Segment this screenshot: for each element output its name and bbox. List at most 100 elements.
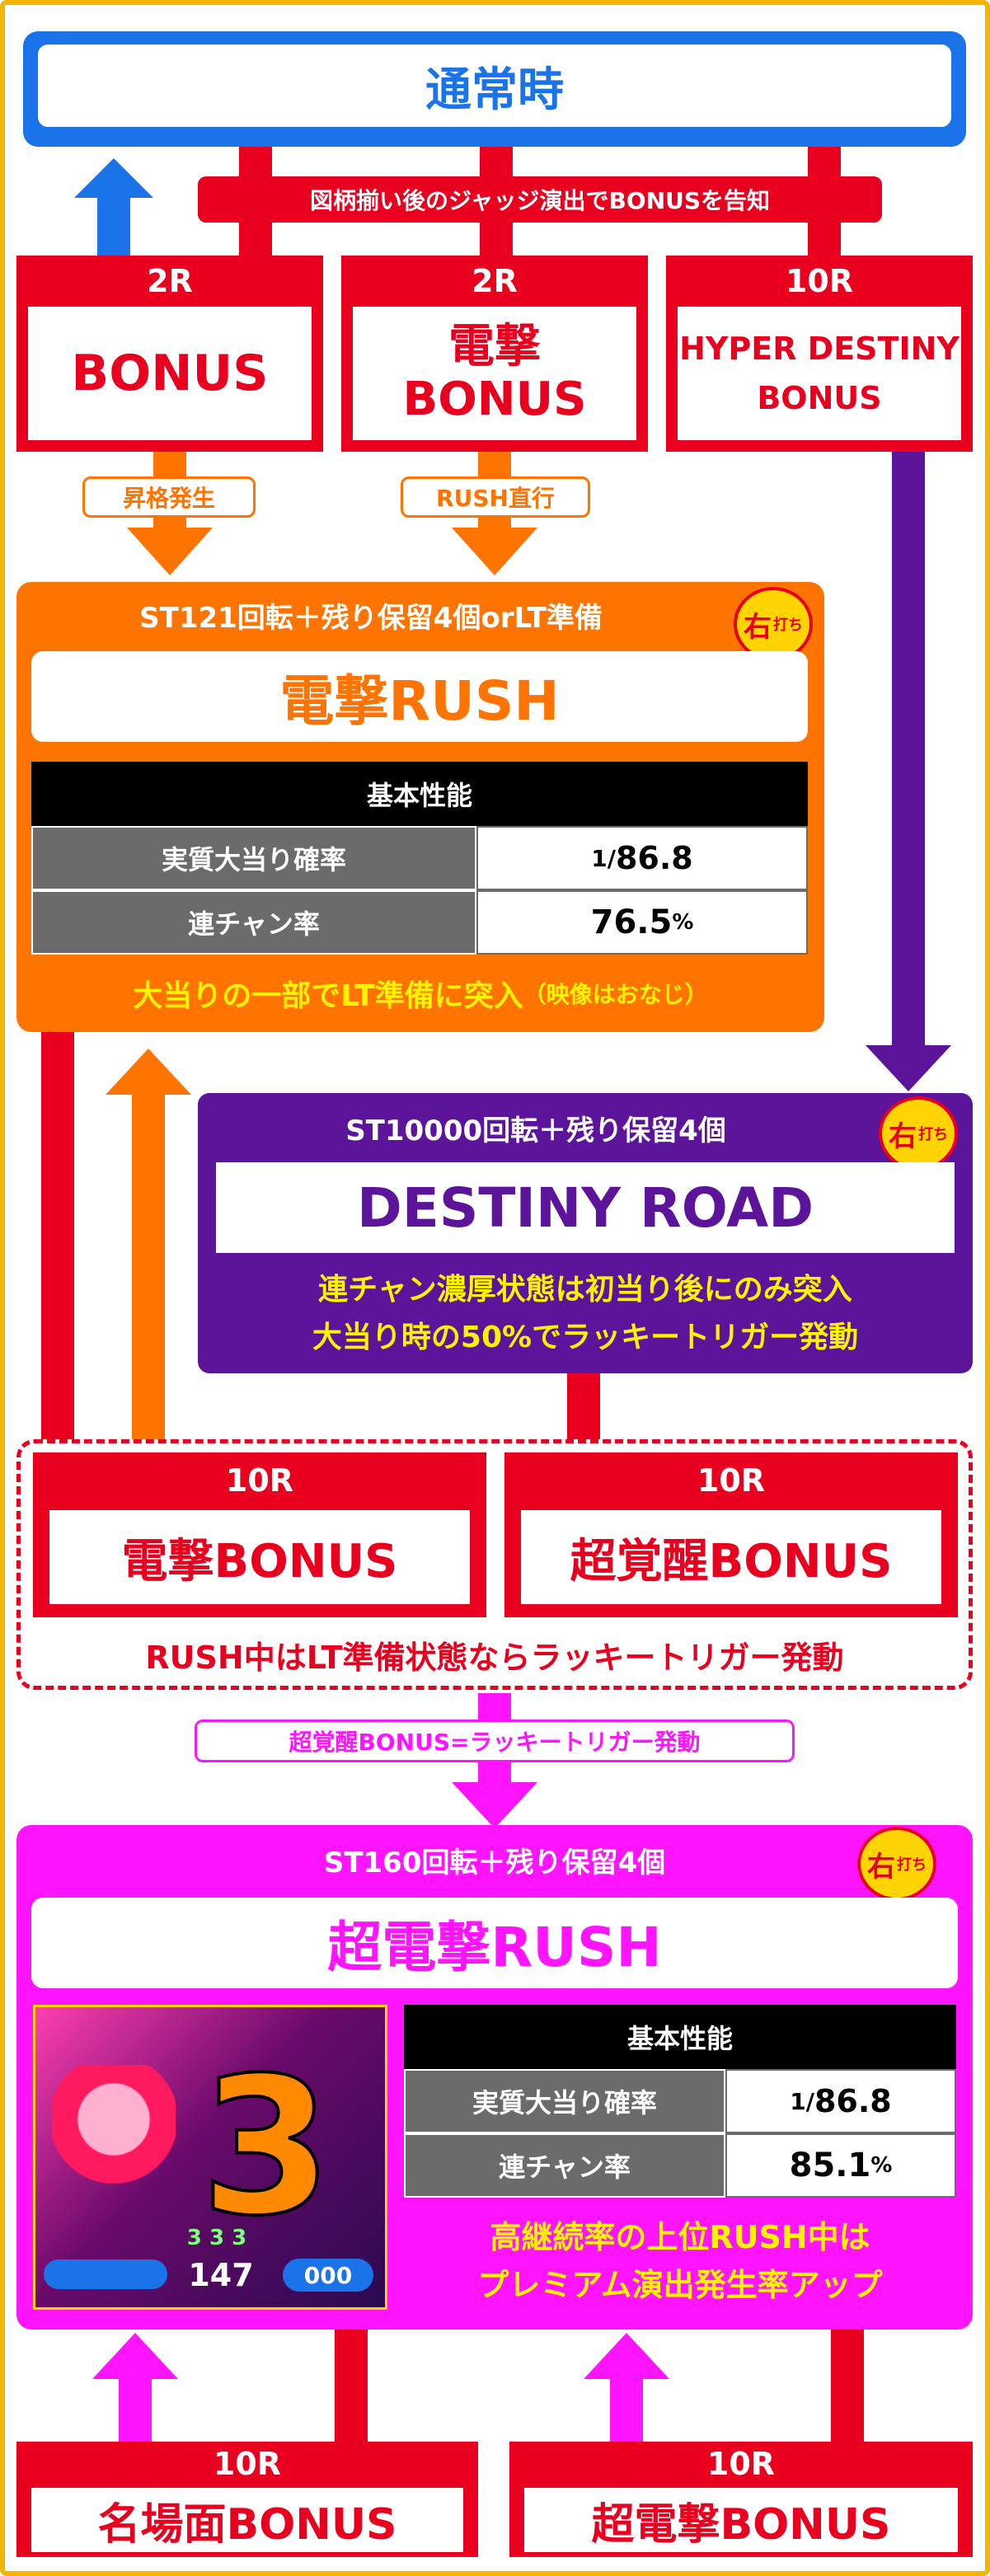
dengeki-rush-note: 大当りの一部でLT準備に突入（映像はおなじ） — [16, 963, 824, 1024]
bonus-round-1-text: 2R — [147, 263, 193, 299]
screen-counter2-text: 000 — [303, 2261, 353, 2289]
super-rush-header-text: ST160回転＋残り保留4個 — [323, 1846, 666, 1879]
bonus-round-3: 10R — [666, 259, 973, 303]
super-row2-unit: % — [870, 2153, 893, 2178]
rush-bonus-name-1: 電撃BONUS — [49, 1510, 470, 1604]
migi-uchi-icon-1-sub: 打ち — [773, 617, 803, 634]
normal-state-title: 通常時 — [425, 63, 564, 117]
rush-bonus-round-2: 10R — [504, 1456, 958, 1505]
lucky-arrow-head — [452, 1782, 537, 1828]
screen-bar — [44, 2259, 167, 2289]
bonus-round-3-text: 10R — [785, 263, 854, 299]
bonus-name-3-line2: BONUS — [757, 380, 882, 416]
dengeki-rush-title: 電撃RUSH — [279, 669, 560, 733]
dengeki-rush-note-small: （映像はおなじ） — [523, 981, 708, 1008]
bonus-to-rush-arrow-shaft — [132, 1093, 165, 1452]
super-rush-note1: 高継続率の上位RUSH中は — [490, 2219, 870, 2255]
direct-label: RUSH直行 — [401, 476, 590, 518]
super-rush-title-box: 超電撃RUSH — [31, 1898, 958, 1988]
super-row1-value: 1/86.8 — [725, 2069, 956, 2133]
screen-digits-text: 3 3 3 — [186, 2226, 247, 2250]
dengeki-rush-header-text: ST121回転＋残り保留4個orLT準備 — [139, 601, 603, 635]
super-perf-header: 基本性能 — [404, 2005, 956, 2069]
destiny-road-header: ST10000回転＋残り保留4個 — [198, 1101, 874, 1154]
direct-arrow-head — [452, 528, 537, 575]
screen-counter2: 000 — [283, 2259, 373, 2292]
return-to-normal-arrow — [74, 158, 153, 198]
dengeki-row1-label: 実質大当り確率 — [31, 826, 476, 890]
bonus-round-2: 2R — [341, 259, 648, 303]
migi-uchi-icon-2-main: 右 — [889, 1119, 917, 1153]
screen-digits: 3 3 3 — [159, 2222, 274, 2255]
bottom-bonus-round-2-text: 10R — [706, 2446, 776, 2482]
dengeki-row2-label: 連チャン率 — [31, 890, 476, 955]
super-rush-note2: プレミアム演出発生率アップ — [477, 2267, 883, 2303]
super-rush-notes: 高継続率の上位RUSH中は プレミアム演出発生率アップ — [404, 2208, 956, 2315]
dengeki-row2-unit: % — [672, 910, 694, 935]
destiny-connector — [892, 452, 925, 1049]
migi-uchi-icon-2-sub: 打ち — [918, 1126, 948, 1143]
dengeki-perf-header-text: 基本性能 — [366, 780, 472, 811]
destiny-road-header-text: ST10000回転＋残り保留4個 — [345, 1114, 726, 1147]
destiny-road-title-box: DESTINY ROAD — [216, 1162, 955, 1253]
migi-uchi-icon-2: 右打ち — [879, 1096, 958, 1171]
dengeki-row1-value: 1/86.8 — [476, 826, 808, 890]
super-row2-label-text: 連チャン率 — [499, 2151, 631, 2183]
dengeki-rush-header: ST121回転＋残り保留4個orLT準備 — [16, 589, 725, 641]
promote-arrow-head — [127, 528, 213, 575]
dengeki-rush-title-box: 電撃RUSH — [31, 651, 808, 742]
super-rush-header: ST160回転＋残り保留4個 — [16, 1833, 973, 1886]
bottom-bonus-round-2: 10R — [509, 2443, 973, 2485]
rush-bonus-round-1: 10R — [33, 1456, 486, 1505]
direct-label-text: RUSH直行 — [436, 485, 555, 512]
bottom-up-arrow-1-shaft — [119, 2377, 152, 2443]
super-row1-label-text: 実質大当り確率 — [472, 2087, 657, 2119]
bottom-bonus-round-1: 10R — [16, 2443, 478, 2485]
screen-counter: 147 — [176, 2255, 266, 2296]
dengeki-row2-value-text: 76.5 — [590, 903, 673, 941]
super-rush-title: 超電撃RUSH — [327, 1916, 662, 1979]
rush-to-bonus-line — [41, 1032, 74, 1452]
migi-uchi-icon-1-main: 右 — [744, 610, 772, 644]
promote-label: 昇格発生 — [82, 476, 256, 518]
destiny-road-title: DESTINY ROAD — [356, 1175, 814, 1240]
normal-state-inner: 通常時 — [38, 45, 951, 127]
dengeki-row1-label-text: 実質大当り確率 — [161, 844, 346, 875]
dengeki-row2-value: 76.5% — [476, 890, 808, 955]
bottom-bonus-name-2-text: 超電撃BONUS — [591, 2499, 891, 2550]
bottom-up-arrow-2-head — [584, 2333, 669, 2379]
bottom-up-arrow-2-shaft — [610, 2377, 643, 2443]
dengeki-perf-header: 基本性能 — [31, 762, 808, 826]
judge-note-text: 図柄揃い後のジャッジ演出でBONUSを告知 — [309, 187, 771, 214]
rush-bonus-name-2: 超覚醒BONUS — [521, 1510, 941, 1604]
destiny-road-notes: 連チャン濃厚状態は初当り後にのみ突入 大当り時の50%でラッキートリガー発動 — [198, 1258, 973, 1370]
bottom-line-1 — [335, 2330, 368, 2443]
destiny-road-note2: 大当り時の50%でラッキートリガー発動 — [312, 1321, 859, 1354]
super-perf-header-text: 基本性能 — [626, 2023, 733, 2054]
lucky-note-text: 超覚醒BONUS=ラッキートリガー発動 — [289, 1729, 701, 1756]
super-row1-prefix: 1/ — [790, 2087, 814, 2115]
super-row1-label: 実質大当り確率 — [404, 2069, 725, 2133]
bottom-line-2 — [831, 2330, 864, 2443]
bonus-round-2-text: 2R — [472, 263, 518, 299]
bonus-name-3: HYPER DESTINY BONUS — [678, 307, 961, 440]
judge-note: 図柄揃い後のジャッジ演出でBONUSを告知 — [198, 176, 882, 223]
super-row2-value-text: 85.1 — [789, 2147, 871, 2184]
bottom-bonus-round-1-text: 10R — [213, 2446, 282, 2482]
bottom-bonus-name-2: 超電撃BONUS — [524, 2488, 958, 2552]
promote-label-text: 昇格発生 — [122, 485, 215, 512]
screen-big-number: 3 — [199, 2036, 334, 2259]
bonus-to-rush-arrow-head — [106, 1049, 191, 1095]
bottom-up-arrow-1-head — [92, 2333, 178, 2379]
rush-bonus-name-1-text: 電撃BONUS — [121, 1534, 398, 1588]
bonus-name-2-line1: 電撃 — [448, 320, 541, 373]
bonus-name-3-line1: HYPER DESTINY — [679, 331, 960, 367]
destiny-arrow-head — [866, 1045, 951, 1091]
super-row2-label: 連チャン率 — [404, 2133, 725, 2198]
dengeki-row2-label-text: 連チャン率 — [188, 908, 320, 940]
bonus-name-2: 電撃 BONUS — [353, 307, 636, 440]
lucky-note: 超覚醒BONUS=ラッキートリガー発動 — [195, 1720, 795, 1762]
migi-uchi-icon-3-main: 右 — [867, 1850, 895, 1884]
bonus-name-1: BONUS — [28, 307, 312, 440]
migi-uchi-icon-3-sub: 打ち — [897, 1856, 927, 1874]
